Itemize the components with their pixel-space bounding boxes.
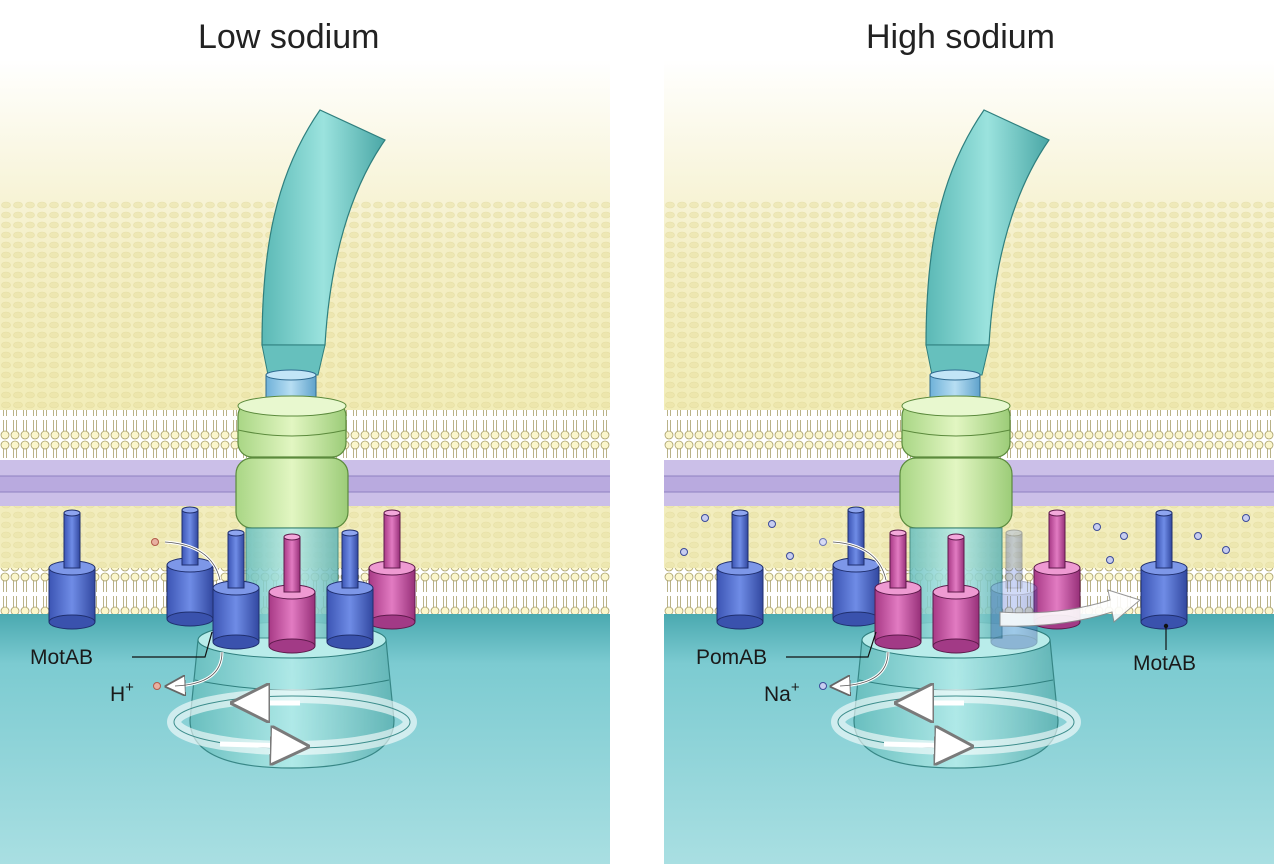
label-ion: H+: [110, 679, 134, 706]
label-ion: Na+: [764, 679, 800, 706]
panel-high-sodium: PomAB Na+ MotAB: [663, 59, 1274, 864]
l-ring: [901, 395, 1011, 458]
proton-dot: [153, 682, 161, 690]
panel-title-high-sodium: High sodium: [866, 18, 1055, 56]
ion-path-arrow: [151, 538, 224, 690]
sodium-dot: [819, 682, 827, 690]
label-pomab: PomAB: [696, 646, 767, 669]
p-ring: [899, 457, 1013, 529]
panel-title-low-sodium: Low sodium: [198, 18, 380, 56]
flagellar-filament: [925, 109, 1050, 346]
flagellar-filament: [261, 109, 386, 346]
rotation-arrow-ring: [831, 696, 1081, 748]
ion-path-arrow: [819, 538, 890, 690]
exchange-arrow: [999, 589, 1142, 627]
rotation-arrow-ring: [167, 696, 417, 748]
p-ring: [235, 457, 349, 529]
label-motab-displaced: MotAB: [1133, 652, 1196, 675]
panel-divider: [610, 60, 664, 864]
label-motab: MotAB: [30, 646, 93, 669]
panel-low-sodium: MotAB H+: [0, 59, 611, 864]
l-ring: [237, 395, 347, 458]
